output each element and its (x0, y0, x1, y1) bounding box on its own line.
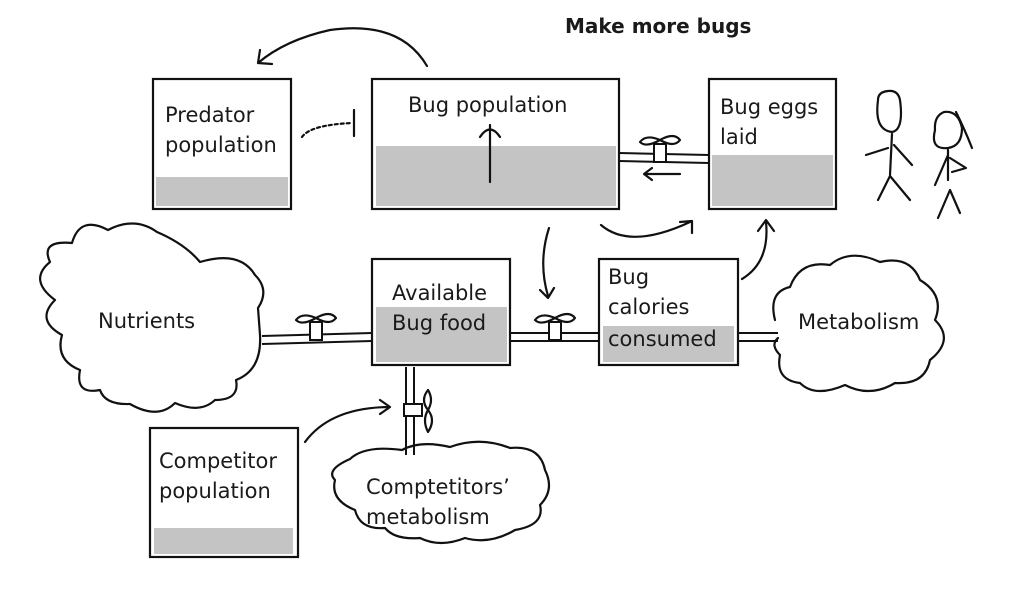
inhibit-icon (300, 121, 354, 139)
valve-icon (638, 134, 682, 163)
cloud-competitors-metabolism-icon (331, 440, 551, 545)
label-competitors-metabolism: Comptetitors’ metabolism (366, 475, 510, 529)
label-available: Available (392, 281, 488, 305)
label-nutrients: Nutrients (98, 309, 196, 333)
arrow-icon (599, 219, 694, 238)
arrow-icon (642, 166, 682, 182)
valve-icon (294, 312, 338, 341)
cloud-metabolism-icon (772, 254, 945, 393)
stick-figure-icon (864, 89, 914, 202)
label-bug-population: Bug population (408, 93, 568, 117)
label-predator-population: Predator population (165, 103, 277, 157)
stock-available-bug-food (370, 257, 512, 367)
stock-bug-eggs-laid (707, 77, 838, 211)
label-bug-calories: Bug calories (608, 265, 690, 319)
label-bug-eggs-laid: Bug eggs laid (720, 95, 819, 149)
label-competitor-population: Competitor population (159, 449, 278, 503)
label-consumed: consumed (608, 327, 717, 351)
cloud-nutrients-icon (39, 222, 265, 413)
increase-arrow-icon (478, 123, 502, 184)
valve-icon (533, 312, 577, 341)
stock-bug-calories-consumed (597, 257, 740, 367)
stick-figure-icon (932, 110, 974, 220)
stock-predator-population (151, 77, 293, 211)
arrow-icon (740, 218, 776, 281)
arrow-icon (303, 398, 392, 444)
arrow-icon (256, 27, 429, 68)
valve-icon (403, 388, 434, 434)
arrow-icon (538, 226, 556, 300)
label-bug-food: Bug food (392, 311, 487, 335)
stock-bug-population (370, 77, 621, 211)
label-metabolism: Metabolism (798, 310, 920, 334)
stock-competitor-population (148, 426, 300, 559)
diagram-title: Make more bugs (565, 14, 752, 38)
